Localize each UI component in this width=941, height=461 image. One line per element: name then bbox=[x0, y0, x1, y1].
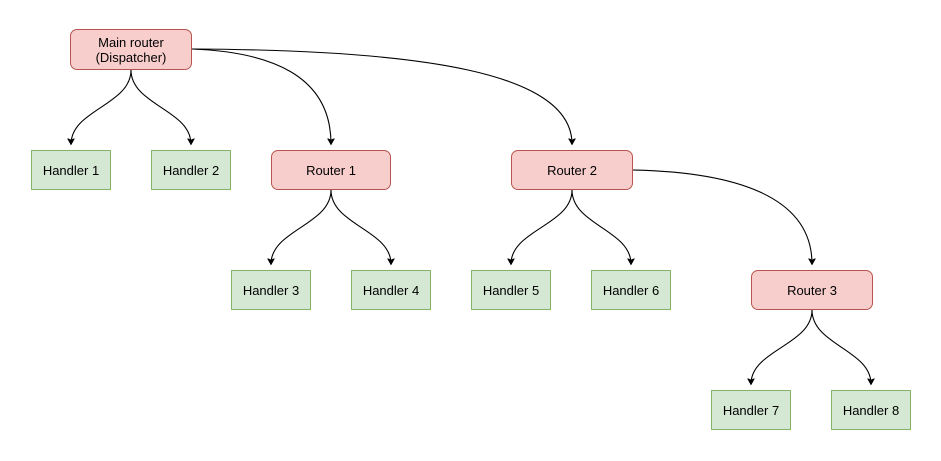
edge-router-2-to-handler-5 bbox=[511, 189, 573, 264]
node-label-handler-8: Handler 8 bbox=[842, 402, 900, 418]
edge-router-1-to-handler-3 bbox=[271, 189, 332, 264]
node-handler-1[interactable]: Handler 1 bbox=[31, 150, 111, 190]
node-label-handler-1: Handler 1 bbox=[42, 162, 100, 178]
edge-main-router-to-handler-2 bbox=[130, 69, 191, 144]
node-router-1[interactable]: Router 1 bbox=[271, 150, 391, 190]
node-label-handler-4: Handler 4 bbox=[362, 282, 420, 298]
node-handler-7[interactable]: Handler 7 bbox=[711, 390, 791, 430]
node-main-router[interactable]: Main router (Dispatcher) bbox=[70, 29, 192, 70]
node-router-2[interactable]: Router 2 bbox=[511, 150, 633, 190]
edge-router-2-to-handler-6 bbox=[571, 189, 631, 264]
edge-main-router-to-router-1 bbox=[191, 48, 331, 144]
node-label-router-1: Router 1 bbox=[306, 162, 356, 178]
edge-router-3-to-handler-8 bbox=[811, 309, 871, 384]
node-label-router-2: Router 2 bbox=[547, 162, 597, 178]
node-label-handler-7: Handler 7 bbox=[722, 402, 780, 418]
node-handler-5[interactable]: Handler 5 bbox=[471, 270, 551, 310]
node-label-handler-6: Handler 6 bbox=[602, 282, 660, 298]
node-router-3[interactable]: Router 3 bbox=[751, 270, 873, 310]
node-label-handler-3: Handler 3 bbox=[242, 282, 300, 298]
edge-router-2-to-router-3 bbox=[632, 169, 812, 264]
node-label-router-3: Router 3 bbox=[787, 282, 837, 298]
node-handler-8[interactable]: Handler 8 bbox=[831, 390, 911, 430]
edge-router-3-to-handler-7 bbox=[751, 309, 813, 384]
node-handler-4[interactable]: Handler 4 bbox=[351, 270, 431, 310]
edge-main-router-to-router-2 bbox=[191, 48, 572, 144]
node-handler-6[interactable]: Handler 6 bbox=[591, 270, 671, 310]
node-label-handler-2: Handler 2 bbox=[162, 162, 220, 178]
edges-group bbox=[71, 48, 871, 384]
edge-router-1-to-handler-4 bbox=[330, 189, 391, 264]
edge-main-router-to-handler-1 bbox=[71, 69, 132, 144]
node-handler-3[interactable]: Handler 3 bbox=[231, 270, 311, 310]
node-handler-2[interactable]: Handler 2 bbox=[151, 150, 231, 190]
node-label-handler-5: Handler 5 bbox=[482, 282, 540, 298]
node-label-main-router: Main router (Dispatcher) bbox=[95, 34, 167, 65]
